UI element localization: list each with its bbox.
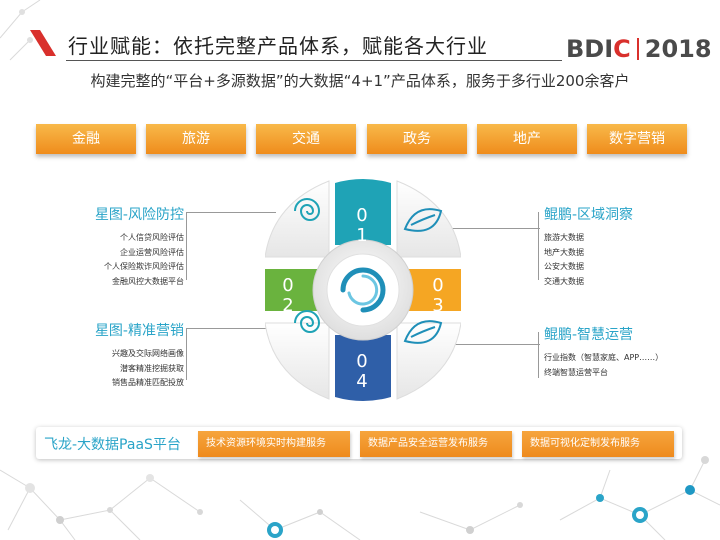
industry-button-government[interactable]: 政务	[367, 124, 467, 154]
spiral-icon	[294, 198, 321, 333]
segment-01	[335, 179, 391, 245]
connector-line	[448, 228, 540, 229]
segment-02	[265, 269, 317, 311]
industry-button-transport[interactable]: 交通	[256, 124, 356, 154]
quadrant-top-right	[396, 180, 461, 258]
hub-inner	[326, 253, 400, 327]
industry-button-finance[interactable]: 金融	[36, 124, 136, 154]
segment-03	[409, 269, 461, 311]
group-item: 金融风控大数据平台	[112, 276, 184, 286]
group-precision-marketing: 星图-精准营销 兴趣及交际网络画像 潜客精准挖掘获取 销售品精准匹配投放	[95, 320, 184, 391]
logo-brand: BDIC	[566, 35, 631, 63]
quadrant-bottom-left	[265, 322, 330, 400]
group-item: 个人保险欺诈风险评估	[104, 262, 184, 271]
group-item: 行业指数（智慧家庭、APP……）	[544, 353, 664, 362]
group-item: 地产大数据	[544, 247, 584, 257]
group-item: 企业运营风险评估	[120, 247, 184, 257]
group-risk-control: 星图-风险防控 个人信贷风险评估 企业运营风险评估 个人保险欺诈风险评估 金融风…	[95, 204, 184, 289]
group-item: 终端智慧运营平台	[544, 367, 608, 377]
connector-line	[186, 328, 276, 329]
group-regional-insight: 鲲鹏-区域洞察 旅游大数据 地产大数据 公安大数据 交通大数据	[544, 204, 633, 289]
logo-year: 2018	[644, 35, 712, 63]
connector-line	[448, 344, 540, 345]
connector-line	[538, 332, 539, 378]
logo-separator	[636, 38, 639, 60]
subtitle: 构建完整的“平台+多源数据”的大数据“4+1”产品体系，服务于多行业200余客户	[90, 72, 630, 90]
industry-bar: 金融 旅游 交通 政务 地产 数字营销	[36, 124, 688, 156]
page-title: 行业赋能：依托完整产品体系，赋能各大行业	[68, 34, 488, 58]
service-button-visualization[interactable]: 数据可视化定制发布服务	[522, 431, 674, 457]
group-title: 星图-风险防控	[94, 207, 184, 223]
group-item: 旅游大数据	[544, 233, 584, 242]
quadrant-top-left	[265, 180, 330, 258]
industry-button-realestate[interactable]: 地产	[477, 124, 577, 154]
connector-line	[186, 328, 187, 380]
group-title: 鲲鹏-区域洞察	[544, 207, 634, 223]
connector-line	[538, 212, 539, 280]
platform-title: 飞龙-大数据PaaS平台	[44, 437, 181, 453]
connector-line	[186, 212, 187, 280]
segment-04	[335, 335, 391, 401]
group-item: 兴趣及交际网络画像	[112, 349, 184, 358]
group-item: 个人信贷风险评估	[120, 233, 184, 242]
ring-swirl-icon	[340, 267, 386, 313]
group-item: 销售品精准匹配投放	[112, 378, 184, 387]
bdic-logo: BDIC 2018	[566, 34, 712, 64]
group-title: 鲲鹏-智慧运营	[544, 327, 634, 343]
service-button-tech-env[interactable]: 技术资源环境实时构建服务	[198, 431, 350, 457]
logo-brand-b: C	[613, 35, 631, 63]
header-slash-icon	[30, 30, 56, 56]
header-underline	[66, 60, 562, 61]
group-smart-operation: 鲲鹏-智慧运营 行业指数（智慧家庭、APP……） 终端智慧运营平台	[544, 324, 663, 380]
quadrant-bottom-right	[396, 322, 461, 400]
service-button-data-security[interactable]: 数据产品安全运营发布服务	[360, 431, 512, 457]
industry-button-digital-marketing[interactable]: 数字营销	[587, 124, 687, 154]
logo-brand-a: BDI	[566, 35, 614, 63]
product-wheel	[265, 179, 461, 401]
leaf-icon	[403, 208, 443, 344]
group-title: 星图-精准营销	[94, 323, 184, 339]
group-item: 交通大数据	[544, 276, 584, 286]
group-item: 公安大数据	[544, 262, 584, 271]
group-item: 潜客精准挖掘获取	[120, 363, 184, 373]
connector-line	[186, 212, 276, 213]
industry-button-tourism[interactable]: 旅游	[146, 124, 246, 154]
